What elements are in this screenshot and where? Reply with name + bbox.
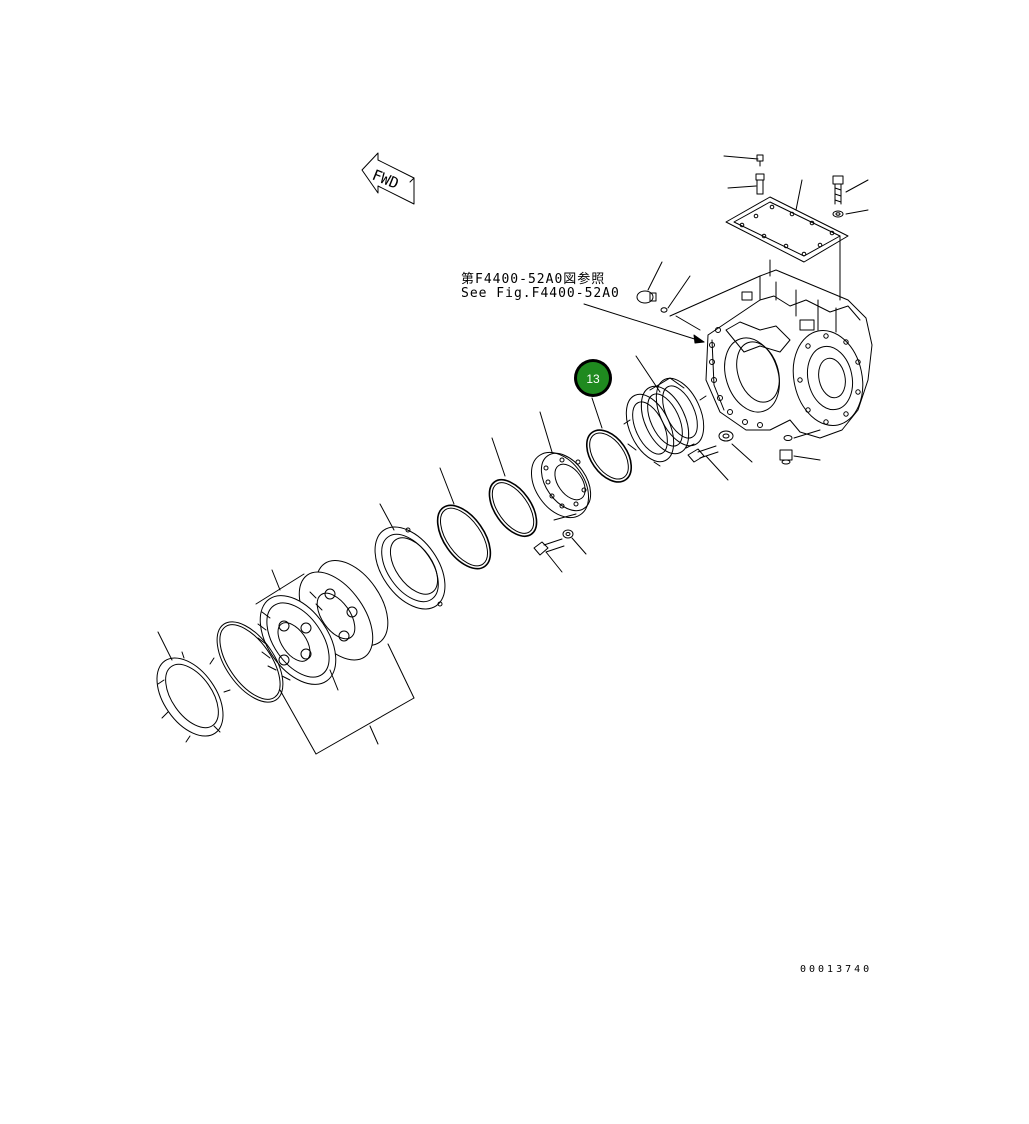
seal-ring-2 [436,467,492,570]
disc-group-leaders [255,569,415,755]
callout-13[interactable]: 13 [574,359,612,397]
seal-ring-1 [488,437,538,537]
housing-bolt [533,513,587,573]
clutch-discs [257,560,389,685]
transmission-case [705,196,873,439]
callout-fill [577,362,609,394]
leader-lines [583,155,869,461]
disc-pack [623,355,707,467]
drawing-number: 00013740 [800,964,873,975]
callout-number[interactable]: 13 [586,372,600,386]
o-ring-part-13 [585,397,633,483]
fwd-arrow-icon: FWD [361,152,415,205]
end-plate [156,631,231,743]
top-bolts [636,154,844,465]
reference-note-jp: 第F4400-52A0図参照 [461,272,606,287]
piston-housing [530,411,592,519]
pressure-plate [374,503,446,610]
bolt-and-washer [687,430,753,481]
reference-note-en: See Fig.F4400-52A0 [461,286,620,301]
snap-ring [216,621,284,703]
